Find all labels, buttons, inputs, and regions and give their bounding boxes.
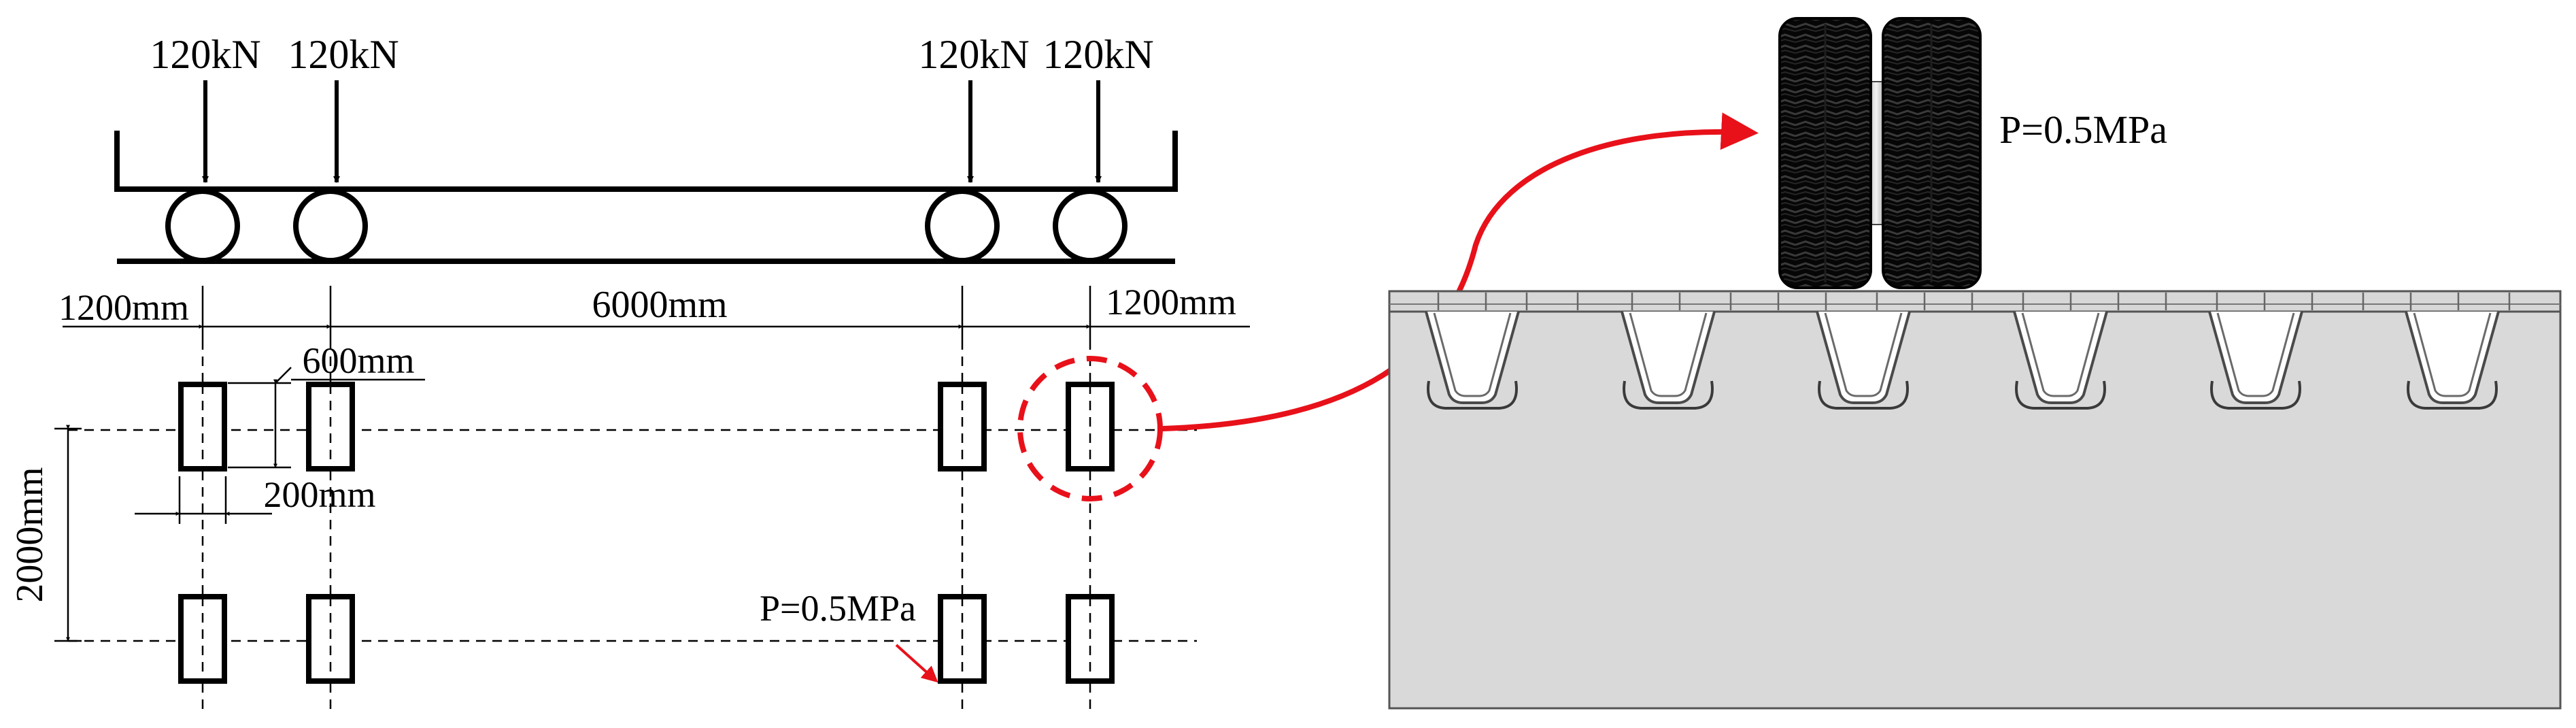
vehicle-frame xyxy=(114,131,1178,192)
wheel-2 xyxy=(293,188,368,263)
dim-contact-width: 200mm xyxy=(263,474,375,515)
load-label-2: 120kN xyxy=(288,32,399,77)
axle-spacing-dimensions xyxy=(63,286,1250,340)
highlight-circle xyxy=(1017,356,1163,501)
u-rib xyxy=(1621,311,1716,410)
wheel-4 xyxy=(1053,188,1128,263)
load-label-1: 120kN xyxy=(150,32,260,77)
pressure-label-tire: P=0.5MPa xyxy=(1999,107,2167,152)
dim-axle-middle: 6000mm xyxy=(592,284,727,326)
dual-tire xyxy=(1778,17,1982,289)
dim-axle-right: 1200mm xyxy=(1106,282,1236,322)
contact-length-dimension xyxy=(228,367,425,469)
wheel-track-dimension xyxy=(54,425,82,642)
u-rib xyxy=(2405,311,2500,410)
orthotropic-deck-section xyxy=(1388,290,2562,710)
connector-arrow xyxy=(1162,112,1759,431)
centerlines xyxy=(68,340,1197,711)
pressure-pointer-arrow xyxy=(895,644,938,683)
wheel-1 xyxy=(165,188,240,263)
dim-axle-left: 1200mm xyxy=(58,287,189,328)
load-label-3: 120kN xyxy=(918,32,1029,77)
wheel-3 xyxy=(925,188,1000,263)
u-rib xyxy=(1816,311,1911,410)
u-rib xyxy=(1425,311,1520,410)
deck-body xyxy=(1388,290,2562,710)
load-label-4: 120kN xyxy=(1043,32,1153,77)
dim-contact-length: 600mm xyxy=(302,340,414,381)
u-ribs xyxy=(1425,311,2500,410)
u-rib xyxy=(2208,311,2303,410)
u-rib xyxy=(2013,311,2108,410)
contact-patches xyxy=(178,382,1115,684)
contact-width-dimension xyxy=(135,476,272,524)
deck-plate-joints xyxy=(1437,293,2511,310)
dim-wheel-track: 2000mm xyxy=(9,467,51,602)
pressure-label-plan: P=0.5MPa xyxy=(760,588,916,629)
vehicle-elevation: 120kN 120kN 120kN 120kN xyxy=(114,32,1178,264)
deck-plate xyxy=(1388,290,2562,313)
